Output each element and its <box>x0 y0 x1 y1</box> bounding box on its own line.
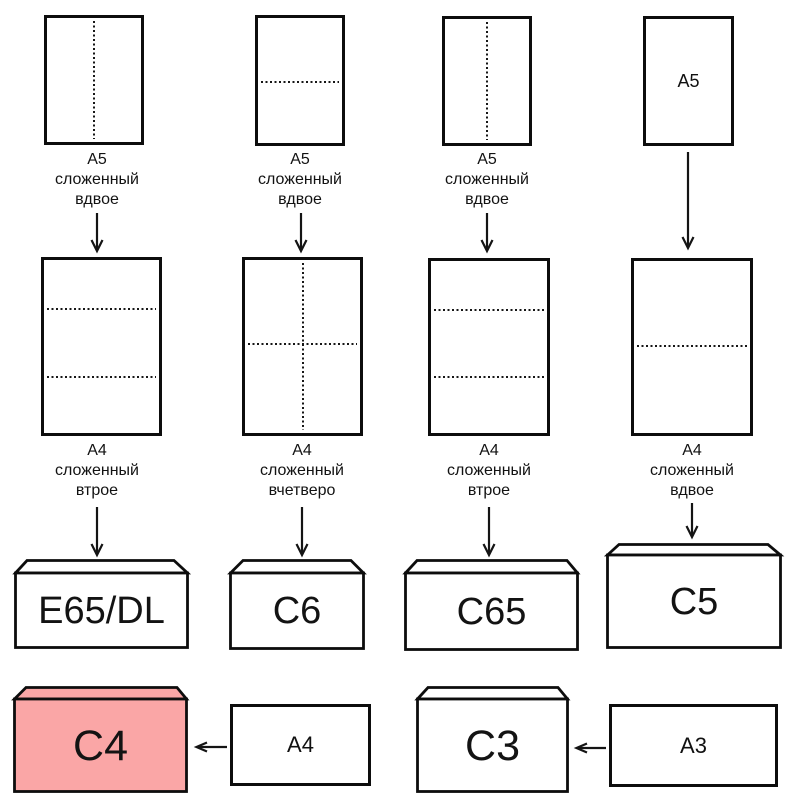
caption-line: А4 <box>479 442 499 459</box>
envelope-c4-shape <box>11 686 190 793</box>
down-arrow-icon <box>480 213 494 254</box>
fold-line-horizontal <box>637 345 747 348</box>
caption-line: вдвое <box>465 191 509 208</box>
a3-sheet-bottom-label: А3 <box>680 732 707 758</box>
fold-line-horizontal <box>47 375 156 378</box>
caption-line: сложенный <box>55 171 139 188</box>
caption-line: сложенный <box>258 171 342 188</box>
envelope-c3-shape <box>414 686 571 793</box>
fold-line-horizontal <box>248 343 357 346</box>
envelope-c6-shape <box>227 559 367 650</box>
envelope-c6-label: C6 <box>272 590 322 632</box>
a4-sheet-col1 <box>41 257 162 436</box>
a4-sheet-col3 <box>428 258 550 436</box>
a4-fold-caption-col1: А4 сложенный втрое <box>17 441 177 501</box>
fold-line-vertical <box>486 22 488 140</box>
a5-sheet-col4: А5 <box>643 16 734 146</box>
caption-line: сложенный <box>447 462 531 479</box>
down-arrow-icon <box>295 507 309 558</box>
caption-line: вчетверо <box>268 482 336 499</box>
envelope-e65dl-shape <box>12 559 192 649</box>
caption-line: А5 <box>290 151 310 168</box>
fold-line-horizontal <box>434 376 544 379</box>
a4-fold-caption-col4: А4 сложенный вдвое <box>612 441 772 501</box>
envelope-e65dl-label: E65/DL <box>38 589 165 632</box>
a5-fold-caption-col2: А5 сложенный вдвое <box>220 150 380 210</box>
envelope-c4-flap <box>11 686 190 701</box>
down-arrow-icon <box>90 213 104 254</box>
caption-line: А4 <box>87 442 107 459</box>
down-arrow-icon <box>681 152 695 251</box>
down-arrow-icon <box>294 213 308 254</box>
a4-fold-caption-col2: А4 сложенный вчетверо <box>222 441 382 501</box>
a5-sheet-col3 <box>442 16 532 146</box>
left-arrow-icon <box>573 742 606 754</box>
envelope-c3-label: C3 <box>465 721 520 770</box>
caption-line: А5 <box>477 151 497 168</box>
fold-line-horizontal <box>47 308 156 311</box>
envelope-c65-shape <box>402 559 581 651</box>
envelope-c5-shape <box>603 543 785 649</box>
envelope-c65-label: C65 <box>456 590 527 633</box>
caption-line: А4 <box>292 442 312 459</box>
fold-line-vertical <box>93 21 95 139</box>
a5-fold-caption-col1: А5 сложенный вдвое <box>17 150 177 210</box>
fold-line-vertical <box>301 263 304 430</box>
a4-fold-caption-col3: А4 сложенный втрое <box>409 441 569 501</box>
caption-line: А5 <box>87 151 107 168</box>
a4-sheet-bottom: А4 <box>230 704 371 786</box>
caption-line: вдвое <box>670 482 714 499</box>
a4-sheet-col2 <box>242 257 363 436</box>
caption-line: втрое <box>467 482 511 499</box>
envelope-c4-body <box>13 697 188 793</box>
a5-fold-caption-col3: А5 сложенный вдвое <box>407 150 567 210</box>
a5-sheet-col2 <box>255 15 345 146</box>
caption-line: А4 <box>682 442 702 459</box>
left-arrow-icon <box>193 741 227 753</box>
a5-sheet-col1 <box>44 15 144 145</box>
down-arrow-icon <box>482 507 496 558</box>
envelope-c4-label: C4 <box>73 721 128 770</box>
down-arrow-icon <box>685 503 699 540</box>
caption-line: втрое <box>75 482 119 499</box>
down-arrow-icon <box>90 507 104 558</box>
caption-line: сложенный <box>55 462 139 479</box>
envelope-c5-label: C5 <box>669 580 719 623</box>
a4-sheet-col4 <box>631 258 753 436</box>
caption-line: вдвое <box>278 191 322 208</box>
fold-line-horizontal <box>261 80 339 83</box>
a5-sheet-label: А5 <box>677 70 700 91</box>
a4-sheet-bottom-label: А4 <box>287 732 314 757</box>
caption-line: сложенный <box>260 462 344 479</box>
caption-line: сложенный <box>650 462 734 479</box>
a3-sheet-bottom: А3 <box>609 704 778 787</box>
caption-line: вдвое <box>75 191 119 208</box>
caption-line: сложенный <box>445 171 529 188</box>
fold-line-horizontal <box>434 309 544 312</box>
